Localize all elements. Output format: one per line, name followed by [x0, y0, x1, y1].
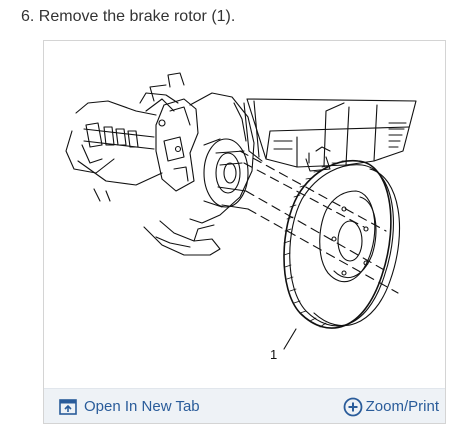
callout-label: 1 [270, 347, 277, 362]
dust-shield [143, 92, 255, 256]
brake-rotor-illustration[interactable]: 1 [44, 41, 445, 388]
steering-knuckle [149, 72, 199, 192]
step-title: 6. Remove the brake rotor (1). [21, 8, 236, 25]
driveshaft [65, 92, 179, 202]
zoom-print-label: Zoom/Print [365, 398, 439, 415]
zoom-print-button[interactable]: Zoom/Print [343, 389, 439, 424]
brake-rotor [283, 159, 401, 329]
vehicle-frame [243, 98, 417, 172]
illustration-svg: 1 [65, 72, 417, 362]
open-in-new-tab-icon [59, 398, 77, 415]
figure-card: 1 Open In New Tab [43, 40, 446, 424]
zoom-plus-icon [343, 397, 363, 417]
open-in-new-tab-button[interactable]: Open In New Tab [59, 389, 200, 424]
open-in-new-tab-label: Open In New Tab [84, 398, 200, 415]
wheel-hub [203, 138, 249, 208]
figure-toolbar: Open In New Tab Zoom/Print [44, 388, 445, 423]
wheel-studs [215, 150, 249, 210]
callout-leader-line [283, 328, 297, 350]
